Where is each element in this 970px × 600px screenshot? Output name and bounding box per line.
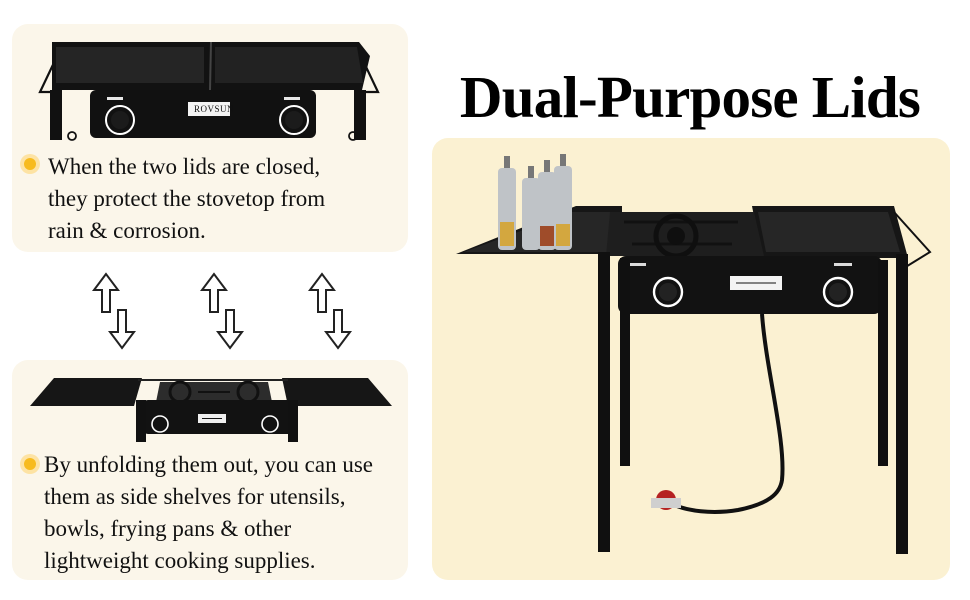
sun-bullet-icon <box>24 458 36 470</box>
closed-lids-stove-illustration: ROVSUN <box>28 34 390 142</box>
brand-logo-text: ROVSUN <box>194 104 234 114</box>
open-lids-stove-illustration <box>30 372 396 444</box>
open-caption-line-3: bowls, frying pans & other <box>44 516 292 541</box>
open-caption-line-4: lightweight cooking supplies. <box>44 548 316 573</box>
double-arrow-icon <box>304 268 354 354</box>
closed-caption-line-1: When the two lids are closed, <box>48 154 321 179</box>
oil-bottle-group <box>498 154 572 250</box>
closed-caption-line-3: rain & corrosion. <box>48 218 206 243</box>
double-arrow-icon <box>196 268 246 354</box>
sun-bullet-icon <box>24 158 36 170</box>
closed-caption-line-2: they protect the stovetop from <box>48 186 326 211</box>
open-lids-caption: By unfolding them out, you can use them … <box>44 449 373 577</box>
brand-logo: ROVSUN <box>194 104 234 114</box>
open-caption-line-2: them as side shelves for utensils, <box>44 484 346 509</box>
closed-lids-caption: When the two lids are closed, they prote… <box>48 151 325 247</box>
page-title: Dual-Purpose Lids <box>459 63 921 130</box>
double-arrow-icon <box>88 268 138 354</box>
open-caption-line-1: By unfolding them out, you can use <box>44 452 373 477</box>
stove-product-photo <box>446 150 936 564</box>
